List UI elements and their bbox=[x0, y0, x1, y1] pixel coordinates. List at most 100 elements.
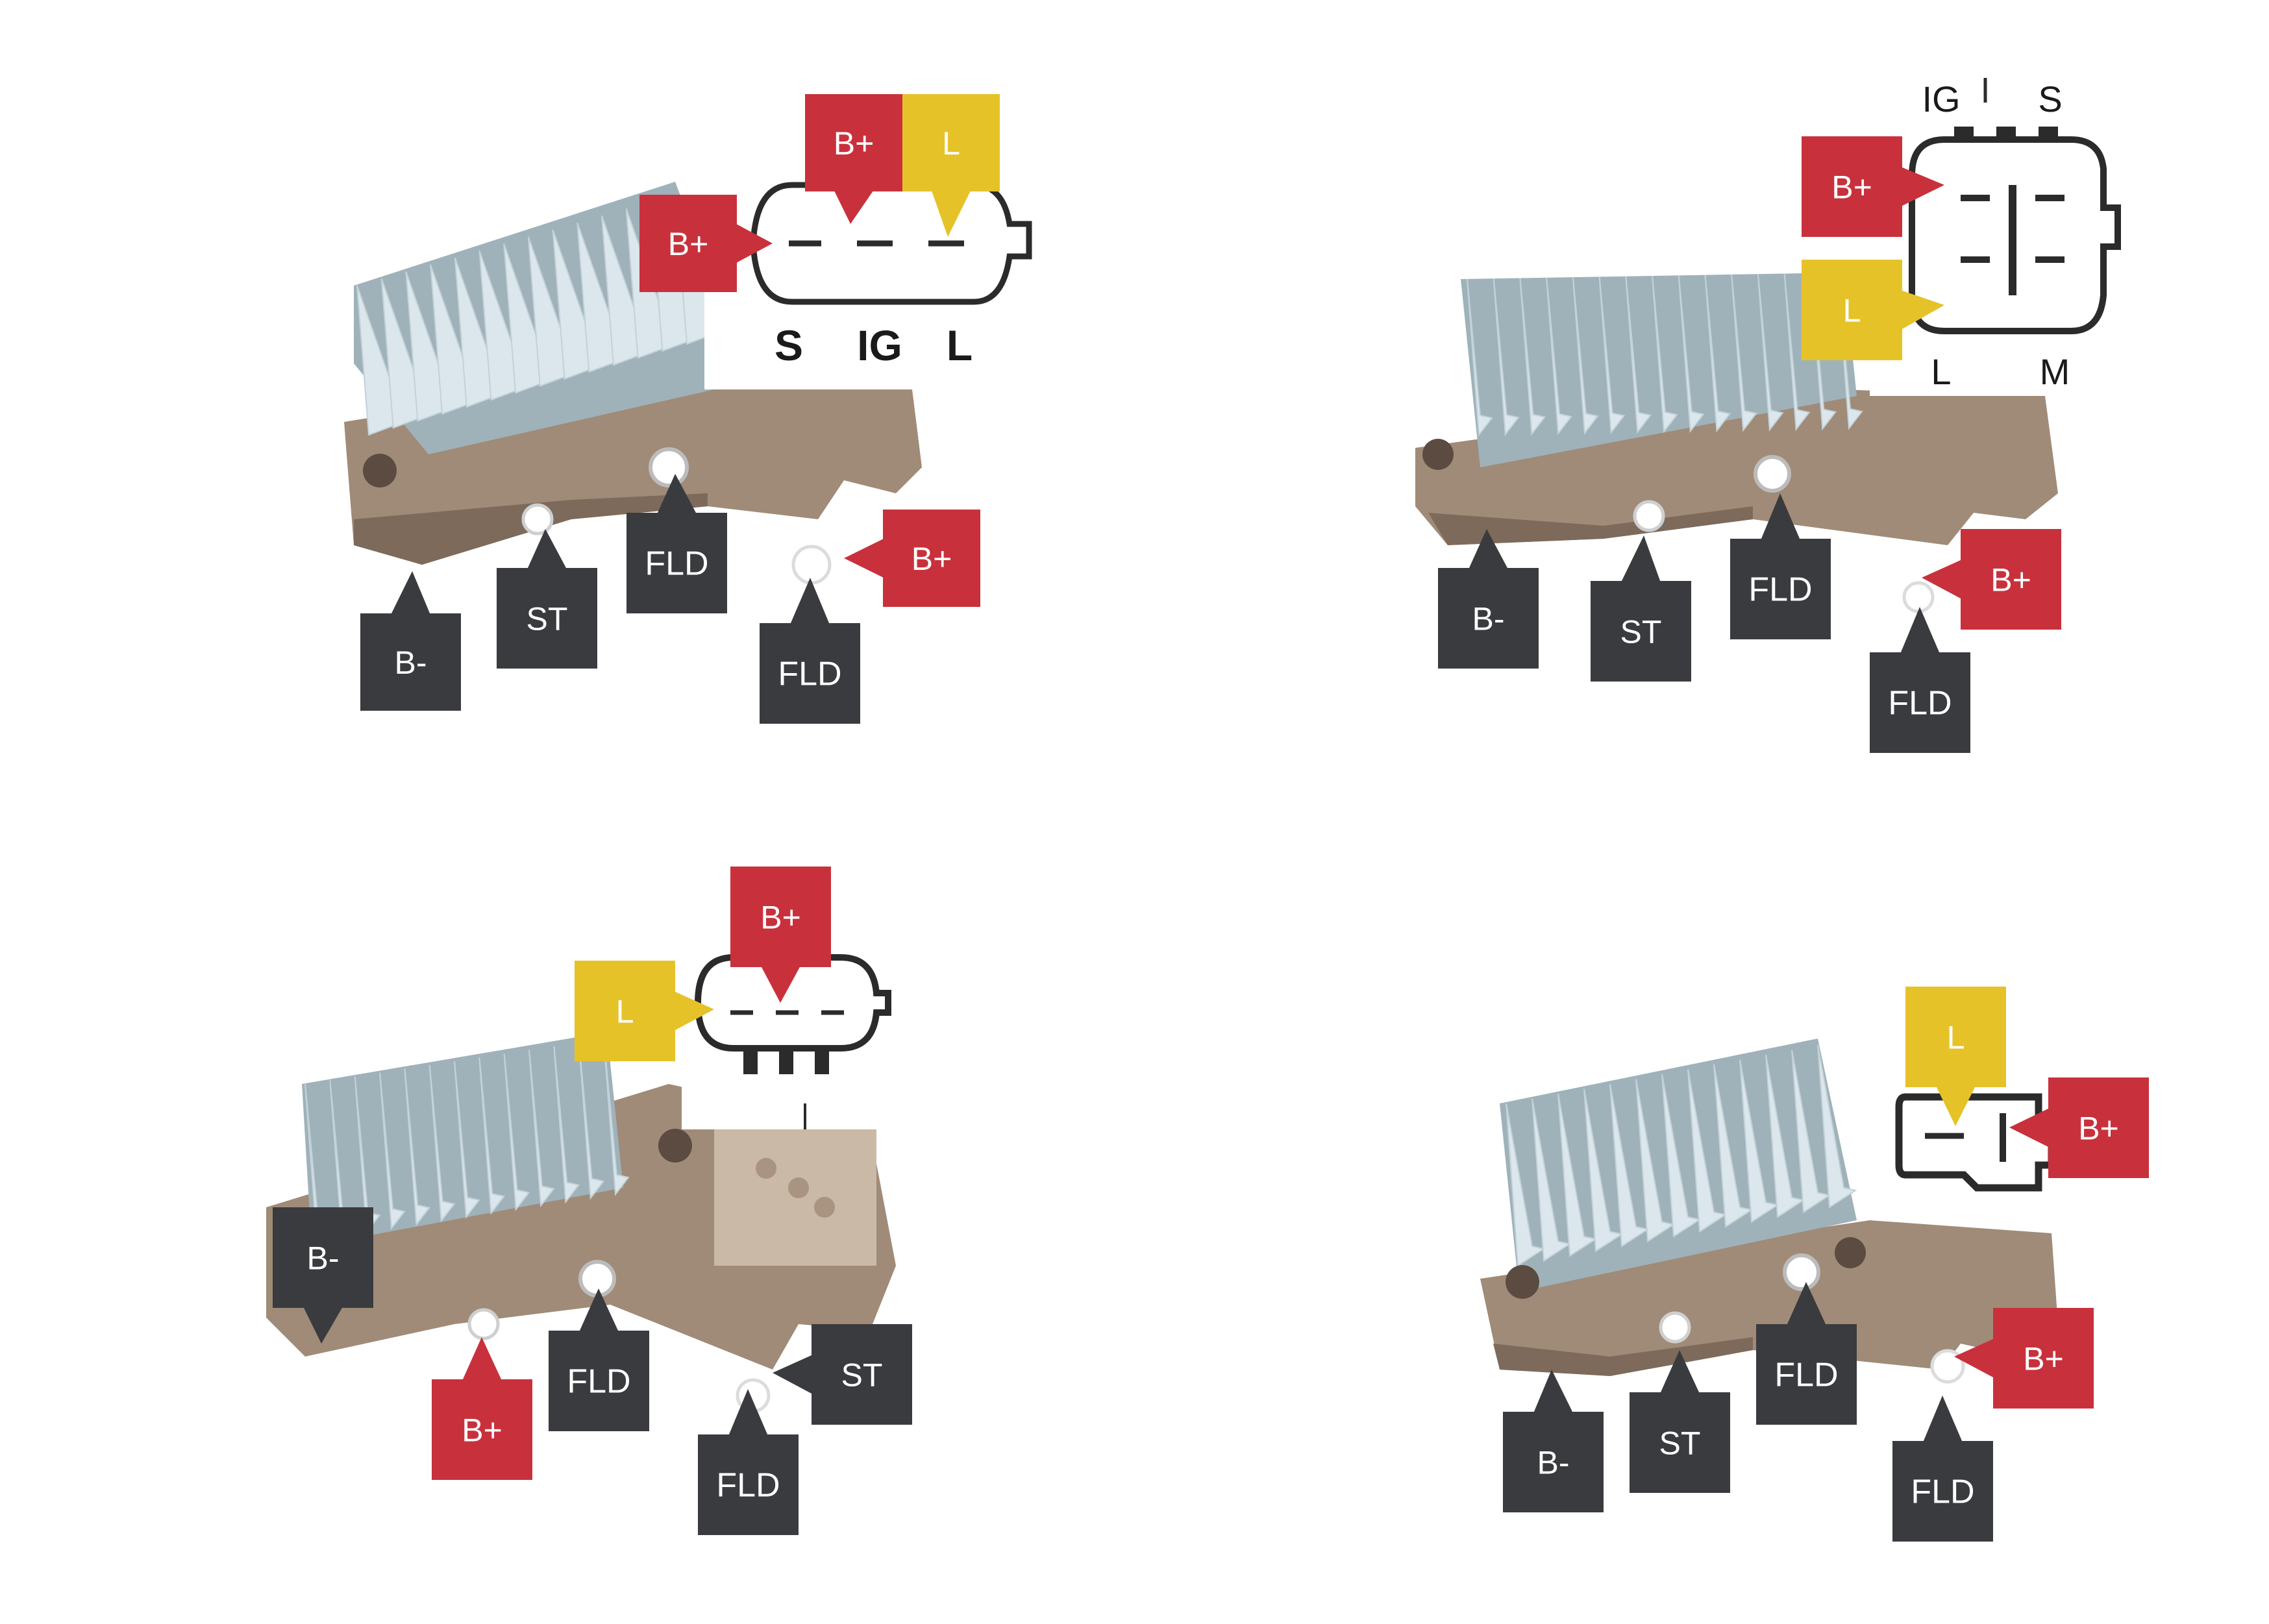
callout-pointer bbox=[844, 539, 884, 578]
callout-label: FLD bbox=[1774, 1357, 1838, 1394]
regulator-2-body: IG S L M bbox=[1415, 78, 2121, 613]
heatsink-fin bbox=[528, 1050, 555, 1208]
heatsink-fin bbox=[1467, 278, 1493, 437]
callout-st: ST bbox=[497, 529, 597, 669]
callout-b-plus: ST bbox=[773, 1324, 912, 1425]
callout-b-plus: B+ bbox=[844, 510, 980, 607]
callout-st: ST bbox=[1591, 535, 1691, 682]
heatsink-fin bbox=[1598, 277, 1626, 435]
callout-fld: FLD bbox=[760, 578, 860, 724]
callout-fld: FLD bbox=[626, 474, 727, 613]
callout-label: FLD bbox=[567, 1363, 630, 1401]
callout-pointer bbox=[761, 966, 800, 1003]
callout-label: B- bbox=[395, 645, 427, 681]
callout-box bbox=[698, 1434, 799, 1535]
heatsink-fin bbox=[354, 1076, 381, 1235]
heatsink-fin bbox=[553, 1046, 580, 1204]
callout-b-plus: B+ bbox=[1922, 529, 2061, 630]
regulator-3-body bbox=[266, 954, 896, 1413]
callout-box bbox=[639, 195, 737, 292]
callout-label: L bbox=[1947, 1020, 1965, 1056]
heatsink-fin bbox=[578, 1042, 605, 1200]
callout-label: FLD bbox=[1748, 571, 1812, 609]
regulator-4-body bbox=[1480, 1039, 2058, 1384]
callout-fld: FLD bbox=[1756, 1282, 1857, 1425]
callout-pointer bbox=[790, 578, 830, 624]
callout-box bbox=[626, 513, 727, 613]
callout-fld: FLD bbox=[698, 1389, 799, 1535]
heatsink-fin bbox=[1704, 275, 1731, 433]
callout-label: B+ bbox=[462, 1412, 502, 1449]
callout-st: ST bbox=[1630, 1350, 1730, 1493]
callout-box bbox=[1630, 1392, 1730, 1493]
callout-b-plus: B+ bbox=[639, 195, 773, 292]
pin-label: M bbox=[2040, 351, 2070, 392]
callout-label: ST bbox=[527, 601, 568, 637]
callout-box bbox=[1730, 539, 1831, 639]
callout-fld: FLD bbox=[1870, 607, 1970, 753]
regulator-1: S IG L B+ L B+ FLD B+ ST B- FLD bbox=[344, 94, 1032, 724]
callout-label: FLD bbox=[1888, 685, 1952, 722]
callout-label: B+ bbox=[760, 900, 801, 936]
callout-fld: FLD bbox=[1730, 493, 1831, 639]
callout-box bbox=[883, 510, 980, 607]
heatsink-fin bbox=[603, 1038, 630, 1196]
callout-pointer bbox=[1922, 560, 1961, 599]
callout-box bbox=[1591, 581, 1691, 682]
callout-box bbox=[1756, 1324, 1857, 1425]
pin-label: S bbox=[775, 321, 803, 369]
regulator-3: B+ L B- FLD ST B+ FLD bbox=[266, 867, 912, 1535]
callout-pointer bbox=[932, 191, 971, 237]
callout-pointer bbox=[462, 1337, 502, 1380]
pin-label: S bbox=[2038, 79, 2062, 119]
callout-box bbox=[273, 1207, 373, 1308]
callout-b-minus: B- bbox=[1438, 529, 1539, 669]
callout-box bbox=[760, 623, 860, 724]
heatsink-fin bbox=[1546, 277, 1572, 436]
callout-box bbox=[902, 94, 1000, 191]
callout-b-plus: B+ bbox=[730, 867, 831, 1003]
callout-pointer bbox=[1761, 493, 1800, 539]
callout-pointer bbox=[579, 1288, 619, 1331]
regulator-2: IG S L M B+ L B+ FLD ST B- FLD bbox=[1415, 78, 2121, 753]
callout-pointer bbox=[391, 571, 430, 614]
callout-pointer bbox=[1954, 1338, 1994, 1378]
heatsink-fin bbox=[1572, 277, 1599, 435]
callout-pointer bbox=[303, 1307, 343, 1344]
callout-box bbox=[1892, 1441, 1993, 1542]
callout-box bbox=[1503, 1412, 1604, 1512]
pin-label: L bbox=[1931, 351, 1951, 392]
callout-box bbox=[1993, 1308, 2094, 1409]
callout-pointer bbox=[1787, 1282, 1826, 1325]
callout-label: B+ bbox=[834, 125, 874, 162]
heatsink-fin bbox=[1493, 278, 1520, 436]
callout-label: FLD bbox=[1911, 1473, 1974, 1511]
callout-box bbox=[1802, 136, 1902, 237]
callout-pointer bbox=[1660, 1350, 1700, 1393]
callout-box bbox=[432, 1379, 532, 1480]
callout-box bbox=[730, 867, 831, 967]
callout-pointer bbox=[1902, 167, 1944, 206]
heatsink-fin bbox=[404, 1068, 431, 1227]
callout-box bbox=[549, 1331, 649, 1431]
callout-pointer bbox=[736, 224, 773, 263]
callout-b-plus: B+ bbox=[1802, 136, 1944, 237]
callout-b-minus: B- bbox=[360, 571, 461, 711]
callout-b-minus: B- bbox=[273, 1207, 373, 1344]
callout-label: FLD bbox=[716, 1467, 780, 1505]
callout-box bbox=[1905, 987, 2006, 1087]
callout-pointer bbox=[834, 191, 873, 224]
callout-label: L bbox=[942, 125, 960, 162]
callout-box bbox=[1802, 260, 1902, 360]
heatsink-fin bbox=[454, 1061, 480, 1219]
callout-box bbox=[805, 94, 902, 191]
heatsink-fin bbox=[428, 1064, 456, 1223]
callout-label: FLD bbox=[645, 545, 708, 583]
callout-pointer bbox=[1900, 607, 1940, 653]
callout-label: L bbox=[616, 994, 634, 1030]
callout-box bbox=[575, 961, 675, 1061]
pin-label: IG bbox=[1922, 79, 1960, 119]
heatsink-fin bbox=[379, 1072, 406, 1231]
callout-pointer bbox=[1923, 1396, 1963, 1442]
